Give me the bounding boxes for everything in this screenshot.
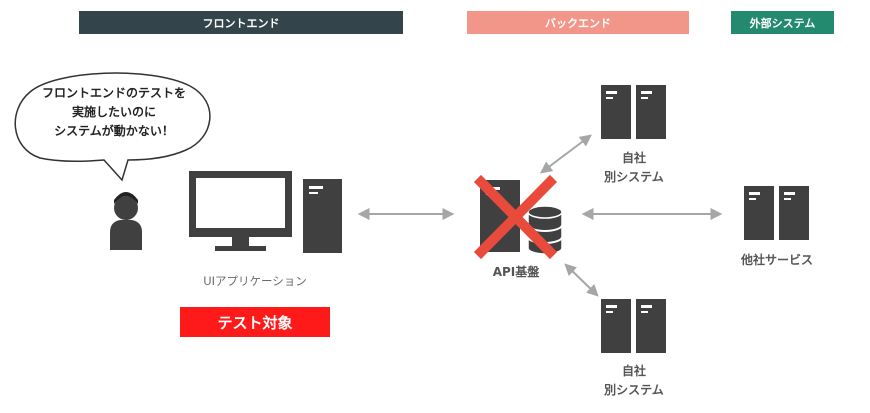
cross-icon <box>473 174 558 260</box>
server-icon <box>303 179 342 253</box>
other-system-top-label: 自社 別システム <box>596 149 672 187</box>
other-system-top-line2: 別システム <box>604 170 664 184</box>
server-pair-external-icon <box>744 186 809 240</box>
speech-line-1: フロントエンドのテストを <box>41 86 186 100</box>
api-label: API基盤 <box>492 265 540 279</box>
header-backend-label: バックエンド <box>545 16 611 30</box>
test-target-label: テスト対象 <box>217 313 293 332</box>
server-pair-bottom-icon <box>601 299 666 353</box>
external-service-label: 他社サービス <box>740 253 813 267</box>
test-target-badge: テスト対象 <box>180 307 330 337</box>
header-backend: バックエンド <box>467 11 689 34</box>
speech-bubble <box>14 72 211 182</box>
other-system-bottom-line1: 自社 <box>621 364 646 378</box>
speech-line-2: 実施したいのに <box>71 105 156 119</box>
other-system-bottom-label: 自社 別システム <box>596 362 672 400</box>
server-pair-top-icon <box>601 85 666 139</box>
monitor-icon <box>189 171 292 251</box>
speech-line-3: システムが動かない！ <box>54 124 174 138</box>
header-external-label: 外部システム <box>749 16 816 30</box>
header-external: 外部システム <box>731 11 834 34</box>
ui-app-label: UIアプリケーション <box>203 274 307 288</box>
other-system-bottom-line2: 別システム <box>604 383 664 397</box>
other-system-top-line1: 自社 <box>621 151 646 165</box>
arrow-api-top-system <box>540 134 592 174</box>
arrow-api-bottom-system <box>564 263 599 297</box>
person-icon <box>110 192 142 250</box>
header-frontend-label: フロントエンド <box>202 16 280 30</box>
speech-bubble-text: フロントエンドのテストを 実施したいのに システムが動かない！ <box>22 84 206 141</box>
header-frontend: フロントエンド <box>79 11 403 34</box>
